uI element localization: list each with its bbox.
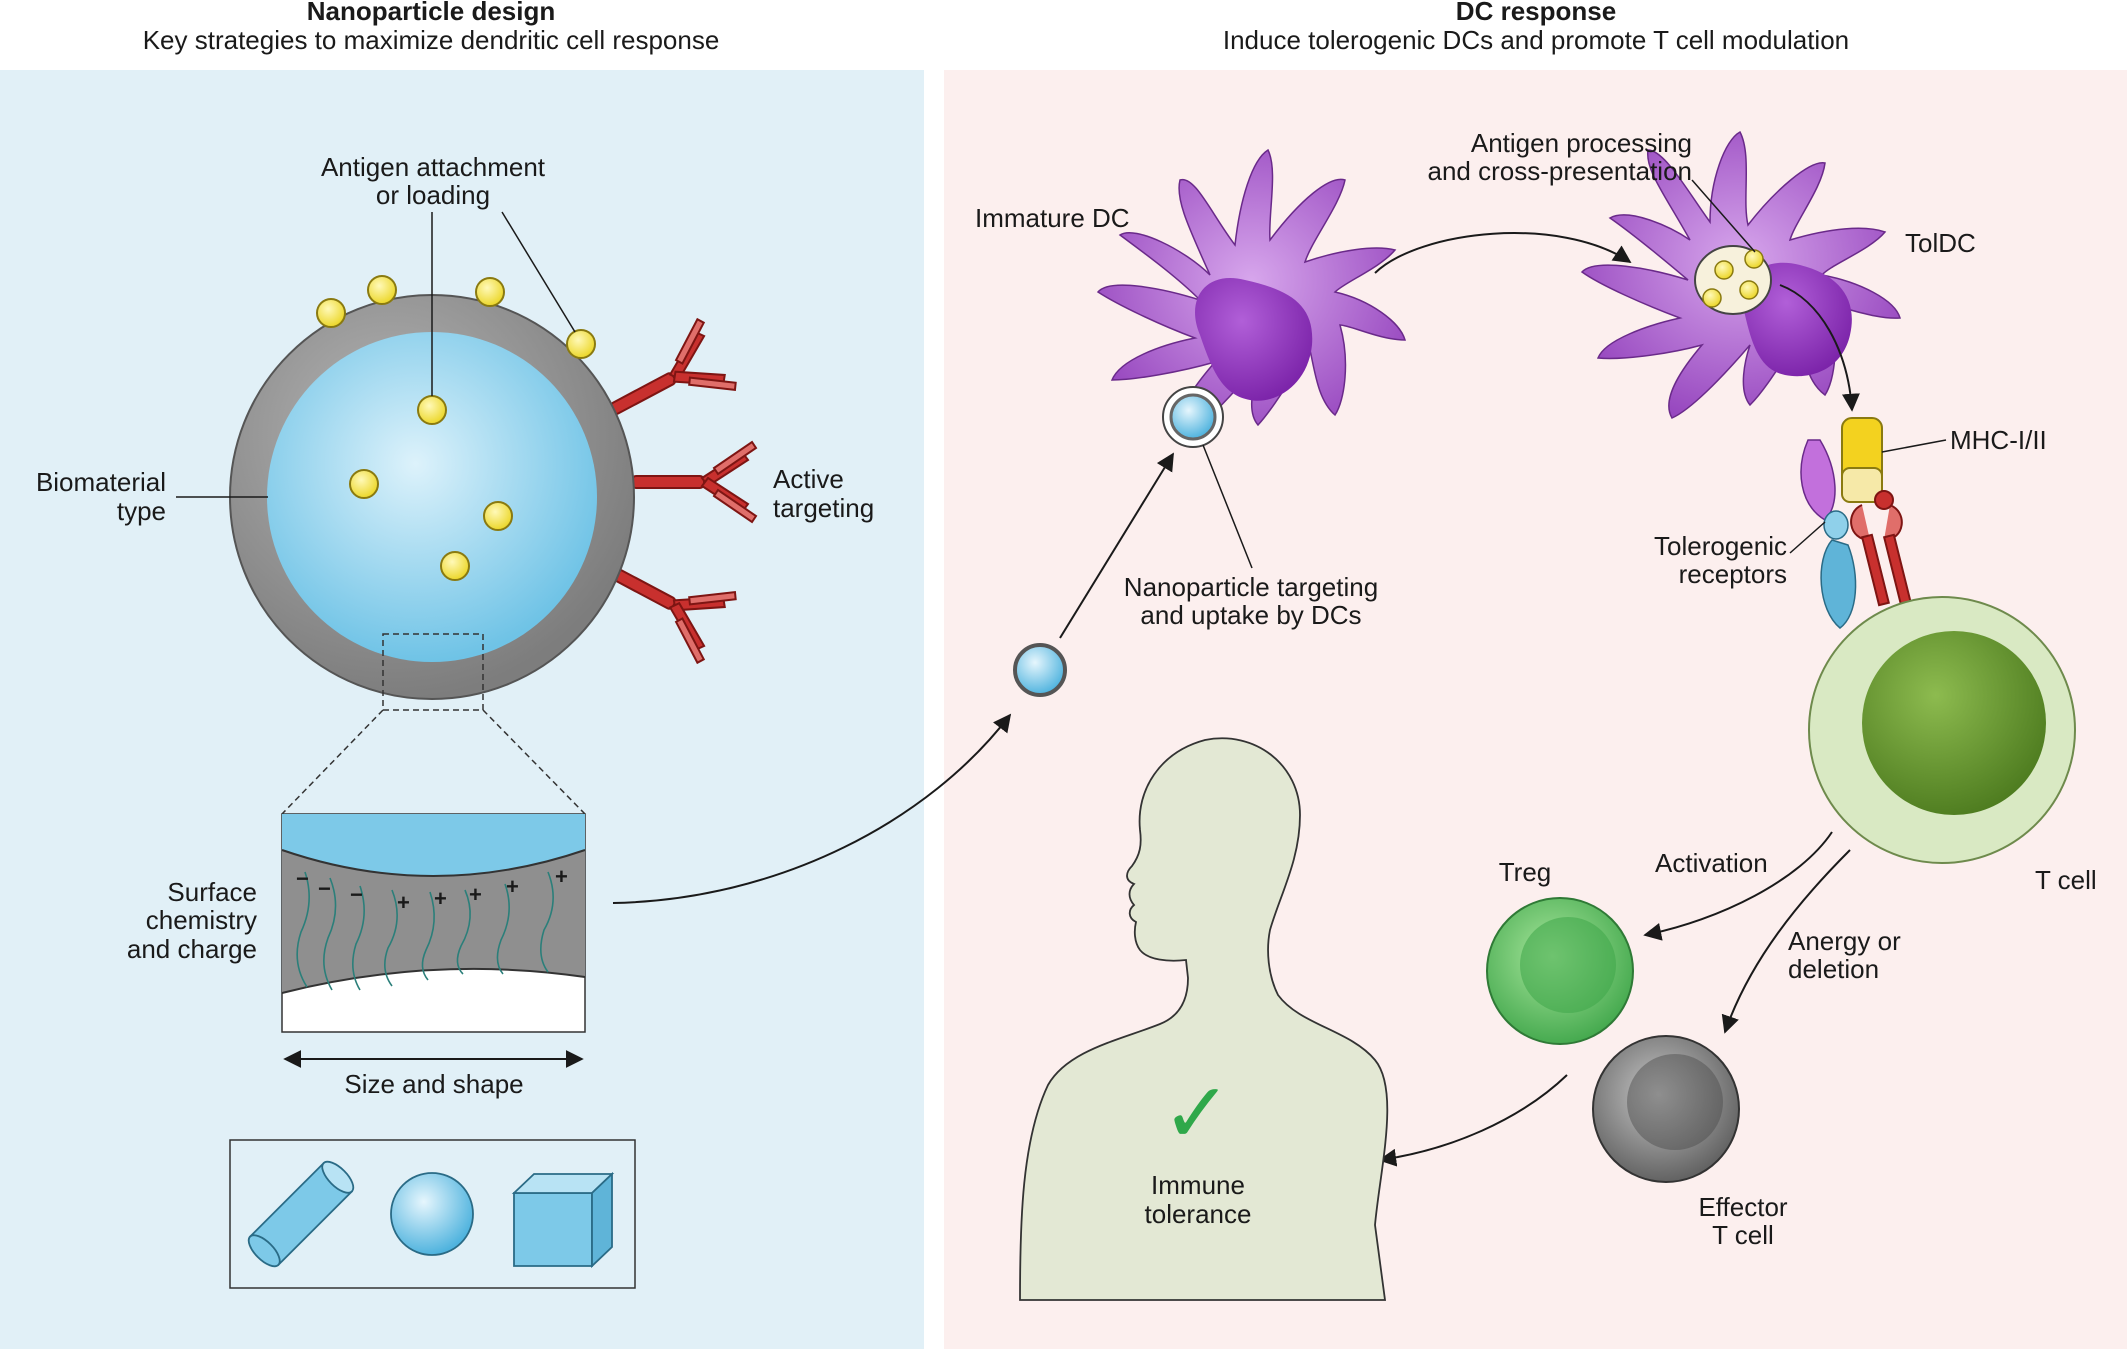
biomaterial-label: Biomaterial	[36, 467, 166, 497]
antigen-processing-label: and cross-presentation	[1428, 156, 1692, 186]
antigen-label: or loading	[376, 180, 490, 210]
surface-label: chemistry	[146, 905, 257, 935]
antigen-label: Antigen attachment	[321, 152, 546, 182]
anergy-arrow	[1721, 849, 1851, 1034]
active-targeting-label: Active	[773, 464, 844, 494]
charge-symbol: −	[318, 876, 331, 901]
surface-label: Surface	[167, 877, 257, 907]
anergy-label: deletion	[1788, 954, 1879, 984]
antibody-icon	[609, 317, 737, 415]
effector-label: T cell	[1712, 1220, 1774, 1250]
immature-dc-label: Immature DC	[975, 203, 1130, 233]
charge-symbol: +	[506, 874, 519, 899]
tolerogenic-receptors-label: receptors	[1679, 559, 1787, 589]
np-targeting-label: and uptake by DCs	[1140, 600, 1361, 630]
immature-dc-cell	[1096, 148, 1406, 448]
zoom-box	[382, 633, 484, 711]
leader-line	[1691, 179, 1756, 253]
uptake-arrow	[1059, 452, 1174, 639]
anergy-label: Anergy or	[1788, 926, 1901, 956]
effector-label: Effector	[1698, 1192, 1787, 1222]
immune-tolerance-label: Immune	[1151, 1170, 1245, 1200]
check-icon: ✓	[1162, 1064, 1232, 1162]
delivery-arrow	[612, 713, 1012, 904]
effector-t-cell	[1592, 1035, 1740, 1183]
size-shape-label: Size and shape	[344, 1069, 523, 1099]
t-cell-label: T cell	[2035, 865, 2097, 895]
charge-symbols: − − − + + + + +	[296, 864, 568, 915]
cube-shape-icon	[511, 1171, 615, 1269]
leader-lines	[176, 211, 576, 498]
antigen-icon	[1702, 249, 1764, 308]
leader-line	[1202, 444, 1253, 569]
processing-arrow	[1779, 284, 1860, 412]
left-panel-title: Nanoparticle design	[307, 0, 556, 26]
right-panel-title: DC response	[1456, 0, 1616, 26]
antigen-icon	[316, 275, 596, 581]
charge-symbol: +	[555, 864, 568, 889]
charge-symbol: −	[296, 866, 309, 891]
antibody-icon	[631, 440, 758, 524]
immune-tolerance-label: tolerance	[1145, 1199, 1252, 1229]
cylinder-shape-icon	[247, 1160, 355, 1268]
np-targeting-label: Nanoparticle targeting	[1124, 572, 1378, 602]
nanoparticle-core	[267, 332, 597, 662]
tolerance-arrow	[1378, 1074, 1568, 1167]
toldc-label: TolDC	[1905, 228, 1976, 258]
treg-label: Treg	[1499, 857, 1552, 887]
maturation-arrow	[1374, 232, 1632, 274]
mhc-molecule	[1841, 417, 1883, 503]
active-targeting-label: targeting	[773, 493, 874, 523]
mhc-label: MHC-I/II	[1950, 425, 2047, 455]
charge-symbol: −	[350, 882, 363, 907]
surface-label: and charge	[127, 934, 257, 964]
activation-label: Activation	[1655, 848, 1768, 878]
tolerogenic-receptor	[1800, 439, 1857, 629]
charge-symbol: +	[397, 890, 410, 915]
internalized-nanoparticle	[1169, 393, 1217, 441]
left-panel-subtitle: Key strategies to maximize dendritic cel…	[143, 25, 720, 55]
toldc-cell	[1580, 130, 1901, 419]
charge-symbol: +	[434, 886, 447, 911]
human-body	[1019, 737, 1389, 1301]
tolerogenic-receptors-label: Tolerogenic	[1654, 531, 1787, 561]
biomaterial-label: type	[117, 496, 166, 526]
free-nanoparticle	[1013, 643, 1067, 697]
dc-nucleus	[1195, 278, 1313, 401]
sphere-shape-icon	[390, 1172, 474, 1256]
activation-arrow	[1643, 831, 1833, 941]
antibody-icon	[609, 567, 737, 665]
right-panel-subtitle: Induce tolerogenic DCs and promote T cel…	[1223, 25, 1849, 55]
left-panel-background	[0, 70, 924, 1349]
t-cell-nucleus	[1862, 631, 2046, 815]
charge-symbol: +	[469, 882, 482, 907]
surface-inset: − − − + + + + +	[281, 813, 586, 1033]
antigen-processing-label: Antigen processing	[1471, 128, 1692, 158]
